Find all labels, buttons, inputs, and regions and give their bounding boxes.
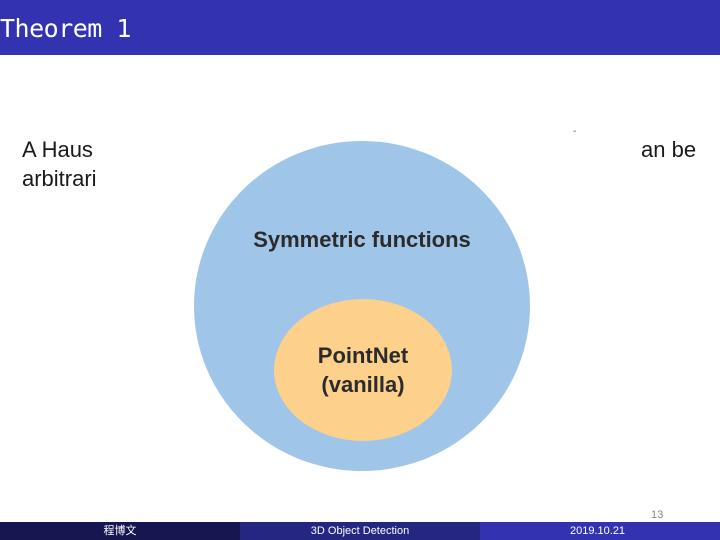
body-text-line2-left: arbitrari [22, 166, 97, 191]
footer-title-text: 3D Object Detection [310, 525, 410, 537]
footer: 程博文 3D Object Detection 2019.10.21 [0, 522, 720, 540]
pointnet-label-line2: (vanilla) [321, 372, 405, 397]
body-text-line1-left: A Haus [22, 137, 93, 162]
pointnet-label-line1: PointNet [317, 343, 409, 368]
footer-author: 程博文 [0, 522, 240, 540]
pointnet-circle [274, 299, 452, 441]
title-bar: Theorem 1 [0, 0, 720, 55]
symmetric-functions-label: Symmetric functions [253, 227, 471, 252]
footer-date-text: 2019.10.21 [570, 525, 626, 537]
footer-author-text: 程博文 [103, 525, 137, 537]
body-text-line1-right: an be [641, 137, 697, 162]
dash-mark: - [573, 126, 577, 137]
pointnet-label: PointNet (vanilla) [274, 341, 452, 399]
footer-date: 2019.10.21 [480, 522, 720, 540]
page-number: 13 [651, 509, 664, 521]
footer-title: 3D Object Detection [240, 522, 480, 540]
slide-title: Theorem 1 [0, 14, 131, 43]
